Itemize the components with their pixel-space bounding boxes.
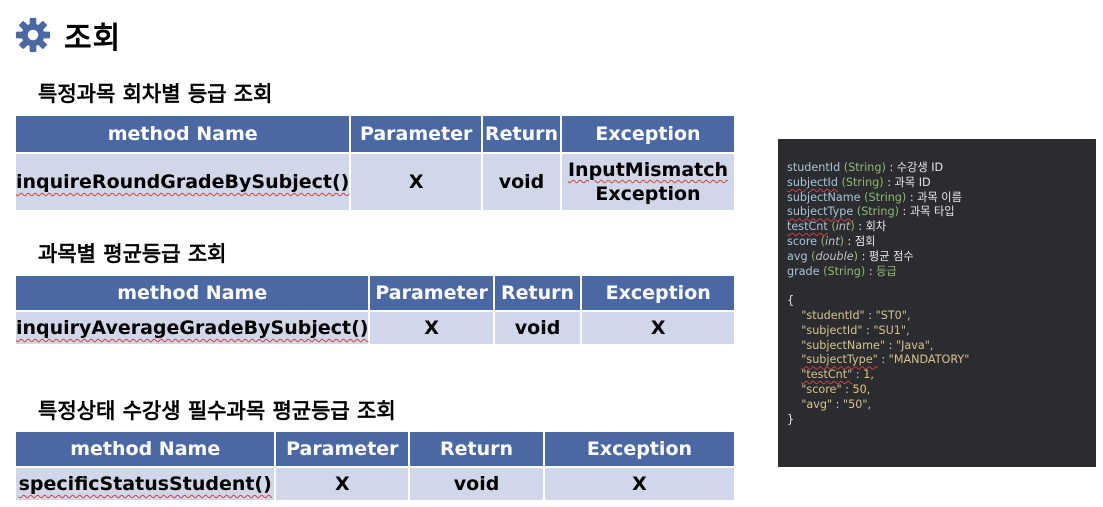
- field-line: grade (String) : 등급: [787, 264, 897, 278]
- page-header: 조회: [14, 14, 121, 56]
- header-return: Return: [494, 276, 581, 310]
- page-title: 조회: [64, 21, 122, 56]
- return-cell: void: [483, 154, 560, 210]
- header-parameter: Parameter: [276, 432, 409, 466]
- field-line: subjectName (String) : 과목 이름: [787, 190, 962, 204]
- json-close-brace: }: [787, 412, 795, 426]
- header-exception: Exception: [582, 276, 734, 310]
- field-line: subjectType (String) : 과목 타입: [787, 205, 955, 219]
- exception-line-2: Exception: [595, 183, 701, 205]
- method-name-cell: inquiryAverageGradeBySubject(): [16, 312, 369, 344]
- field-line: subjectId (String) : 과목 ID: [787, 175, 931, 189]
- section-heading-status-student: 특정상태 수강생 필수과목 평균등급 조회: [38, 399, 396, 423]
- api-table-round-grade: method Name Parameter Return Exception i…: [14, 114, 736, 212]
- section-heading-round-grade: 특정과목 회차별 등급 조회: [38, 82, 273, 106]
- json-entry: "subjectId" : "SU1",: [801, 323, 910, 337]
- exception-cell: X: [544, 468, 734, 500]
- field-line: testCnt (int) : 회차: [787, 220, 887, 234]
- api-table-average-grade: method Name Parameter Return Exception i…: [14, 274, 736, 346]
- method-name-cell: specificStatusStudent(): [16, 468, 275, 500]
- json-entry: "studentId" : "ST0",: [801, 308, 911, 322]
- json-entry: "subjectName" : "Java",: [801, 338, 934, 352]
- parameter-cell: X: [351, 154, 481, 210]
- header-method-name: method Name: [16, 432, 275, 466]
- field-line: avg (double) : 평균 점수: [787, 249, 914, 263]
- api-table-status-student: method Name Parameter Return Exception s…: [14, 430, 736, 502]
- json-entry: "subjectType" : "MANDATORY": [801, 353, 970, 367]
- exception-cell: InputMismatch Exception: [562, 154, 734, 210]
- exception-line-1: InputMismatch: [567, 159, 729, 181]
- field-line: score (int) : 점회: [787, 234, 876, 248]
- header-return: Return: [483, 116, 560, 152]
- return-cell: void: [494, 312, 581, 344]
- header-method-name: method Name: [16, 116, 350, 152]
- method-name-cell: inquireRoundGradeBySubject(): [16, 154, 350, 210]
- json-entry: "avg" : "50",: [801, 397, 872, 411]
- header-exception: Exception: [544, 432, 734, 466]
- exception-cell: X: [582, 312, 734, 344]
- gear-icon: [15, 17, 51, 53]
- header-parameter: Parameter: [370, 276, 493, 310]
- json-entry: "testCnt" : 1,: [801, 368, 874, 382]
- parameter-cell: X: [370, 312, 493, 344]
- table-row: inquiryAverageGradeBySubject() X void X: [16, 312, 734, 344]
- header-parameter: Parameter: [351, 116, 481, 152]
- table-header-row: method Name Parameter Return Exception: [16, 276, 734, 310]
- json-block: { "studentId" : "ST0", "subjectId" : "SU…: [787, 294, 1096, 427]
- parameter-cell: X: [276, 468, 409, 500]
- header-return: Return: [410, 432, 543, 466]
- table-row: specificStatusStudent() X void X: [16, 468, 734, 500]
- field-line: studentId (String) : 수강생 ID: [787, 161, 944, 174]
- return-cell: void: [410, 468, 543, 500]
- header-exception: Exception: [562, 116, 734, 152]
- header-method-name: method Name: [16, 276, 369, 310]
- table-header-row: method Name Parameter Return Exception: [16, 116, 734, 152]
- table-row: inquireRoundGradeBySubject() X void Inpu…: [16, 154, 734, 210]
- section-heading-average-grade: 과목별 평균등급 조회: [38, 242, 227, 266]
- json-entry: "score" : 50,: [801, 382, 871, 396]
- table-header-row: method Name Parameter Return Exception: [16, 432, 734, 466]
- json-open-brace: {: [787, 294, 795, 308]
